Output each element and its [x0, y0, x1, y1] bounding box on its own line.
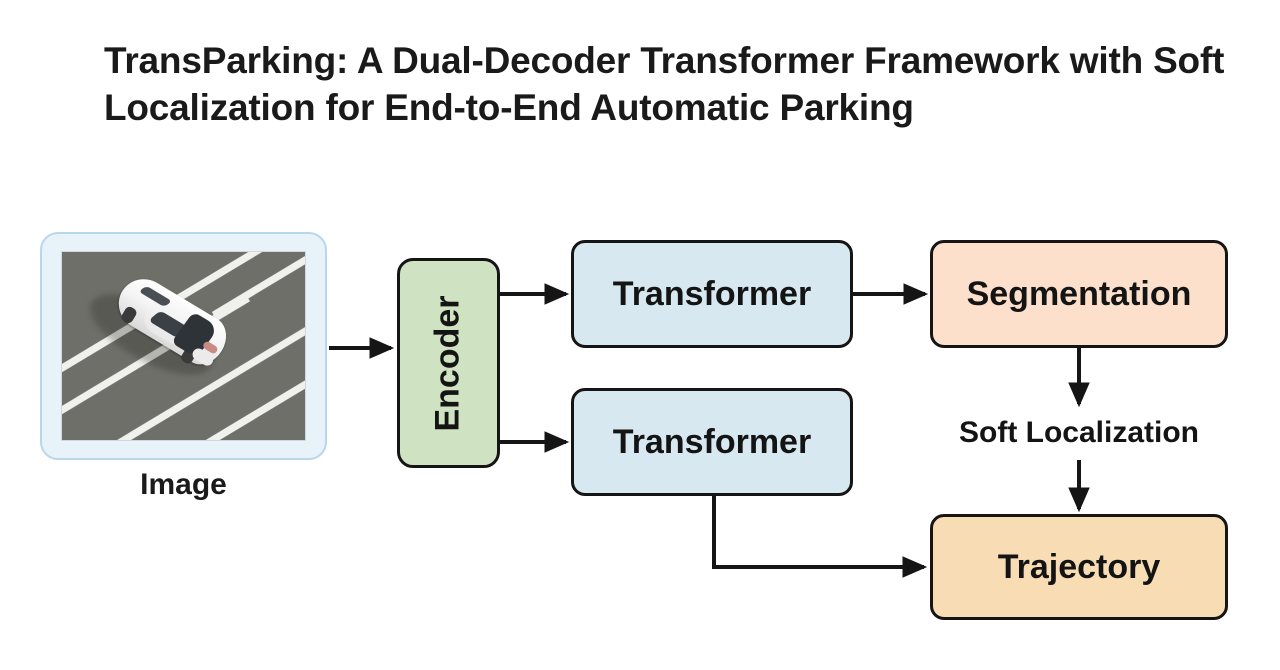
node-encoder[interactable]: Encoder: [397, 258, 500, 468]
node-trajectory[interactable]: Trajectory: [930, 514, 1228, 620]
node-segmentation[interactable]: Segmentation: [930, 240, 1228, 348]
edge-label-soft-localization: Soft Localization: [959, 416, 1199, 449]
node-transformer-bottom[interactable]: Transformer: [571, 388, 853, 496]
parking-lot-photo: [61, 251, 306, 441]
node-encoder-label: Encoder: [429, 294, 468, 432]
input-image-label: Image: [140, 468, 227, 501]
edge-transformer-bottom-to-trajectory: [712, 496, 928, 578]
input-image-card: [40, 232, 327, 460]
page-title: TransParking: A Dual-Decoder Transformer…: [104, 40, 1225, 128]
node-transformer-top[interactable]: Transformer: [571, 240, 853, 348]
lane-line: [212, 252, 305, 319]
